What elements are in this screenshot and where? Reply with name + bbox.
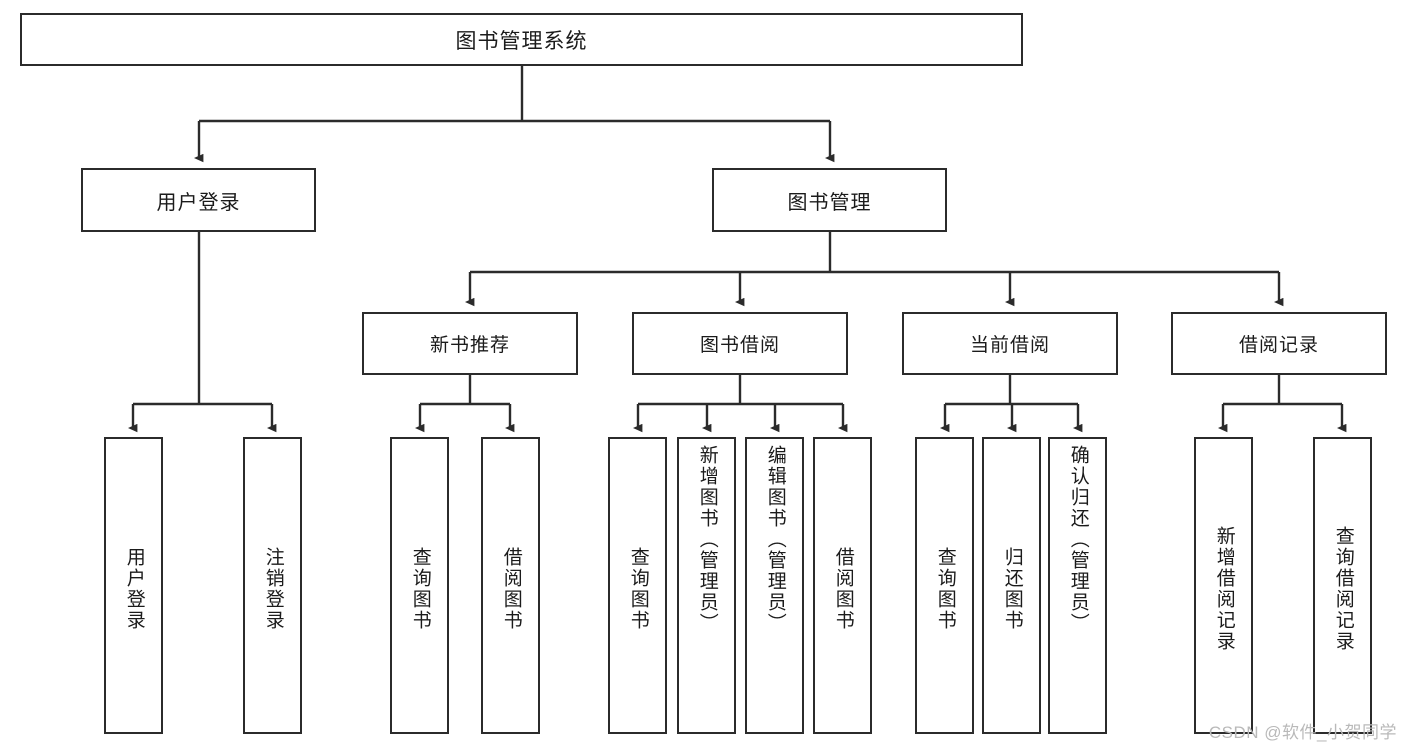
leaf-edit-book-admin[interactable]: 编辑图书（管理员） bbox=[745, 437, 804, 734]
node-label: 新增图书（管理员） bbox=[696, 445, 718, 634]
node-label: 当前借阅 bbox=[969, 335, 1050, 356]
node-label: 用户登录 bbox=[123, 546, 145, 631]
node-label: 确认归还（管理员） bbox=[1067, 445, 1089, 634]
node-label: 用户登录 bbox=[156, 191, 241, 214]
node-book-management-system[interactable]: 图书管理系统 bbox=[20, 13, 1023, 66]
leaf-query-borrow-record[interactable]: 查询借阅记录 bbox=[1313, 437, 1372, 734]
leaf-text-wrap: 新增借阅记录 bbox=[1213, 445, 1235, 732]
node-label: 查询借阅记录 bbox=[1332, 525, 1354, 652]
leaf-borrow-book-borrow[interactable]: 借阅图书 bbox=[813, 437, 872, 734]
node-label: 新书推荐 bbox=[429, 335, 510, 356]
node-label: 图书管理系统 bbox=[455, 29, 588, 53]
leaf-user-login[interactable]: 用户登录 bbox=[104, 437, 163, 734]
node-label: 编辑图书（管理员） bbox=[764, 445, 786, 634]
leaf-add-book-admin[interactable]: 新增图书（管理员） bbox=[677, 437, 736, 734]
leaf-return-book[interactable]: 归还图书 bbox=[982, 437, 1041, 734]
node-label: 查询图书 bbox=[409, 546, 431, 631]
leaf-query-book-current[interactable]: 查询图书 bbox=[915, 437, 974, 734]
node-user-login[interactable]: 用户登录 bbox=[81, 168, 316, 232]
leaf-text-wrap: 借阅图书 bbox=[500, 445, 522, 732]
leaf-confirm-return-admin[interactable]: 确认归还（管理员） bbox=[1048, 437, 1107, 734]
leaf-logout-login[interactable]: 注销登录 bbox=[243, 437, 302, 734]
leaf-add-borrow-record[interactable]: 新增借阅记录 bbox=[1194, 437, 1253, 734]
leaf-text-wrap: 查询图书 bbox=[627, 445, 649, 732]
node-label: 查询图书 bbox=[934, 546, 956, 631]
node-label: 借阅记录 bbox=[1238, 335, 1319, 356]
leaf-text-wrap: 编辑图书（管理员） bbox=[764, 445, 786, 732]
node-current-borrow[interactable]: 当前借阅 bbox=[902, 312, 1118, 375]
leaf-text-wrap: 查询图书 bbox=[409, 445, 431, 732]
leaf-text-wrap: 新增图书（管理员） bbox=[696, 445, 718, 732]
csdn-watermark: CSDN @软件_小贺同学 bbox=[1208, 723, 1397, 742]
node-book-manage[interactable]: 图书管理 bbox=[712, 168, 947, 232]
node-book-borrow[interactable]: 图书借阅 bbox=[632, 312, 848, 375]
node-label: 归还图书 bbox=[1001, 546, 1023, 631]
node-new-book-recommend[interactable]: 新书推荐 bbox=[362, 312, 578, 375]
leaf-text-wrap: 用户登录 bbox=[123, 445, 145, 732]
node-borrow-record[interactable]: 借阅记录 bbox=[1171, 312, 1387, 375]
node-label: 查询图书 bbox=[627, 546, 649, 631]
leaf-query-book-recommend[interactable]: 查询图书 bbox=[390, 437, 449, 734]
node-label: 图书借阅 bbox=[699, 335, 780, 356]
node-label: 借阅图书 bbox=[500, 546, 522, 631]
leaf-text-wrap: 借阅图书 bbox=[832, 445, 854, 732]
leaf-text-wrap: 查询图书 bbox=[934, 445, 956, 732]
node-label: 借阅图书 bbox=[832, 546, 854, 631]
leaf-text-wrap: 查询借阅记录 bbox=[1332, 445, 1354, 732]
leaf-text-wrap: 注销登录 bbox=[262, 445, 284, 732]
leaf-borrow-book-recommend[interactable]: 借阅图书 bbox=[481, 437, 540, 734]
node-label: 图书管理 bbox=[787, 191, 872, 214]
node-label: 注销登录 bbox=[262, 546, 284, 631]
leaf-query-book-borrow[interactable]: 查询图书 bbox=[608, 437, 667, 734]
leaf-text-wrap: 归还图书 bbox=[1001, 445, 1023, 732]
node-label: 新增借阅记录 bbox=[1213, 525, 1235, 652]
leaf-text-wrap: 确认归还（管理员） bbox=[1067, 445, 1089, 732]
